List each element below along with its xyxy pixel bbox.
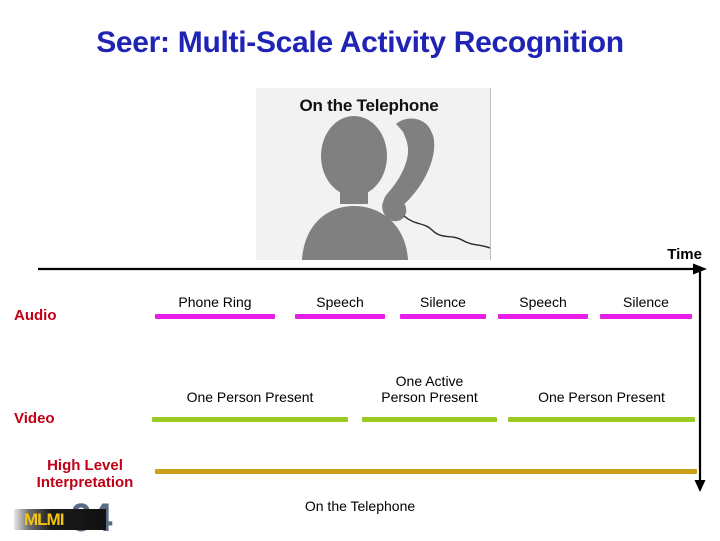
segment-label-video-2: One Active Person Present — [381, 373, 478, 405]
segment-label-video-1: One Person Present — [186, 389, 314, 405]
segment-bar-audio-3[interactable] — [400, 314, 486, 319]
telephone-panel-caption: On the Telephone — [299, 96, 439, 115]
segment-label-audio-4: Speech — [519, 294, 567, 310]
high-level-interpretation-caption: On the Telephone — [304, 498, 416, 514]
segment-label-audio-2: Speech — [316, 294, 364, 310]
row-label-audio: Audio — [14, 307, 57, 324]
segment-bar-audio-5[interactable] — [600, 314, 692, 319]
segment-bar-video-3[interactable] — [508, 417, 695, 422]
logo-bar — [14, 509, 106, 530]
telephone-image-panel: On the Telephone — [256, 88, 491, 260]
row-label-hli-line1: High Level — [47, 457, 123, 474]
row-label-video: Video — [14, 410, 55, 427]
page-title: Seer: Multi-Scale Activity Recognition — [96, 26, 624, 59]
segment-bar-video-2[interactable] — [362, 417, 497, 422]
segment-bar-audio-1[interactable] — [155, 314, 275, 319]
segment-bar-video-1[interactable] — [152, 417, 348, 422]
time-axis-label: Time — [667, 246, 702, 263]
segment-label-audio-5: Silence — [623, 294, 669, 310]
segment-label-audio-3: Silence — [420, 294, 466, 310]
segment-label-video-3: One Person Present — [538, 389, 665, 405]
logo-mark-text: MLMI — [24, 510, 64, 529]
down-axis-arrow-icon — [694, 268, 706, 492]
segment-bar-high-level-interpretation-1[interactable] — [155, 469, 697, 474]
segment-label-audio-1: Phone Ring — [178, 294, 252, 310]
person-on-telephone-silhouette-icon — [302, 116, 490, 260]
segment-bar-audio-4[interactable] — [498, 314, 588, 319]
row-label-hli-line2: Interpretation — [36, 474, 134, 491]
row-label-high-level-interpretation: High Level Interpretation — [20, 457, 150, 491]
segment-bar-audio-2[interactable] — [295, 314, 385, 319]
mlmi-04-logo: 04 MLMI — [14, 496, 154, 540]
time-axis-arrow-icon — [38, 263, 707, 275]
